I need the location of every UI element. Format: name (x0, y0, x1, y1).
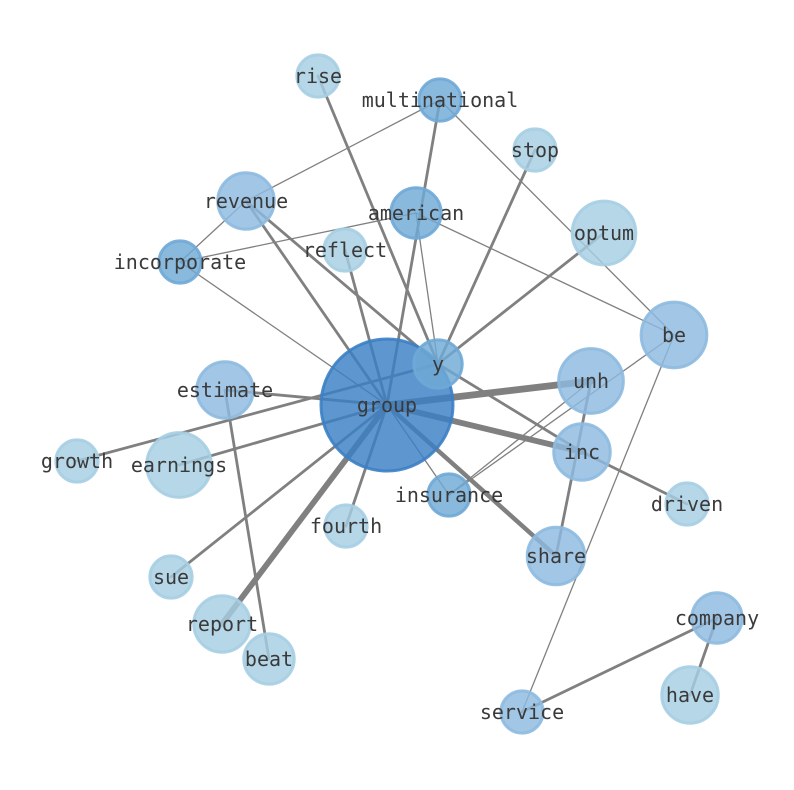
node-unh: unh (557, 347, 625, 415)
node-multinational: multinational (362, 77, 519, 123)
node-circle-reflect (322, 227, 368, 273)
node-report: report (186, 594, 258, 654)
node-label-share: share (526, 544, 586, 568)
edge-y-rise (316, 74, 440, 366)
node-label-incorporate: incorporate (114, 250, 246, 274)
node-circle-company (690, 591, 744, 645)
node-circle-unh (557, 347, 625, 415)
node-service: service (480, 689, 564, 735)
node-american: american (368, 186, 464, 240)
node-label-be: be (662, 323, 686, 347)
node-label-estimate: estimate (177, 378, 273, 402)
node-beat: beat (242, 632, 296, 686)
edge-be-insurance (448, 334, 675, 496)
node-circle-american (389, 186, 443, 240)
node-label-y: y (432, 352, 444, 376)
edge-american-incorporate (179, 212, 417, 263)
node-label-stop: stop (511, 138, 559, 162)
node-label-driven: driven (651, 492, 723, 516)
node-earnings: earnings (131, 431, 227, 499)
node-circle-optum (570, 199, 638, 267)
node-circle-have (660, 665, 720, 725)
node-label-fourth: fourth (310, 514, 382, 538)
edge-y-optum (436, 231, 606, 366)
node-circle-growth (54, 438, 100, 484)
node-circle-estimate (195, 360, 255, 420)
node-label-unh: unh (573, 369, 609, 393)
node-fourth: fourth (310, 503, 382, 549)
node-label-have: have (666, 683, 714, 707)
edge-be-multinational (439, 99, 675, 336)
edge-y-stop (436, 148, 537, 366)
node-circle-earnings (145, 431, 213, 499)
node-label-reflect: reflect (303, 238, 387, 262)
node-label-sue: sue (153, 565, 189, 589)
node-share: share (525, 525, 587, 587)
node-circle-report (192, 594, 252, 654)
node-circle-rise (295, 53, 341, 99)
node-insurance: insurance (395, 472, 503, 518)
node-circle-inc (552, 422, 612, 482)
node-optum: optum (570, 199, 638, 267)
node-label-company: company (675, 606, 759, 630)
node-label-service: service (480, 700, 564, 724)
node-circle-multinational (417, 77, 463, 123)
node-circle-sue (148, 554, 194, 600)
node-inc: inc (552, 422, 612, 482)
node-circle-share (525, 525, 587, 587)
node-circle-y (412, 338, 464, 390)
node-label-group: group (357, 393, 417, 417)
node-y: y (412, 338, 464, 390)
node-growth: growth (41, 438, 113, 484)
node-sue: sue (148, 554, 194, 600)
edge-revenue-multinational (245, 99, 441, 202)
node-label-beat: beat (245, 647, 293, 671)
node-stop: stop (511, 127, 559, 173)
edge-company-service (520, 616, 719, 714)
node-label-revenue: revenue (204, 189, 288, 213)
node-label-earnings: earnings (131, 453, 227, 477)
node-reflect: reflect (303, 227, 387, 273)
node-label-growth: growth (41, 449, 113, 473)
node-label-rise: rise (294, 64, 342, 88)
node-label-optum: optum (574, 221, 634, 245)
node-circle-service (499, 689, 545, 735)
node-circle-fourth (323, 503, 369, 549)
node-be: be (639, 300, 709, 370)
node-circle-stop (512, 127, 558, 173)
edge-y-revenue (244, 199, 440, 366)
node-circle-revenue (216, 171, 276, 231)
node-rise: rise (294, 53, 342, 99)
node-label-inc: inc (564, 440, 600, 464)
node-label-report: report (186, 612, 258, 636)
node-driven: driven (651, 481, 723, 527)
node-label-multinational: multinational (362, 88, 519, 112)
node-circle-beat (242, 632, 296, 686)
node-revenue: revenue (204, 171, 288, 231)
node-estimate: estimate (177, 360, 273, 420)
node-company: company (675, 591, 759, 645)
node-circle-incorporate (157, 239, 203, 285)
node-circle-driven (664, 481, 710, 527)
node-label-american: american (368, 201, 464, 225)
node-circle-insurance (426, 472, 472, 518)
edge-american-be (415, 212, 675, 336)
node-have: have (660, 665, 720, 725)
edge-be-service (521, 334, 675, 713)
node-label-insurance: insurance (395, 483, 503, 507)
edge-estimate-beat (223, 388, 271, 661)
node-incorporate: incorporate (114, 239, 246, 285)
node-circle-be (639, 300, 709, 370)
